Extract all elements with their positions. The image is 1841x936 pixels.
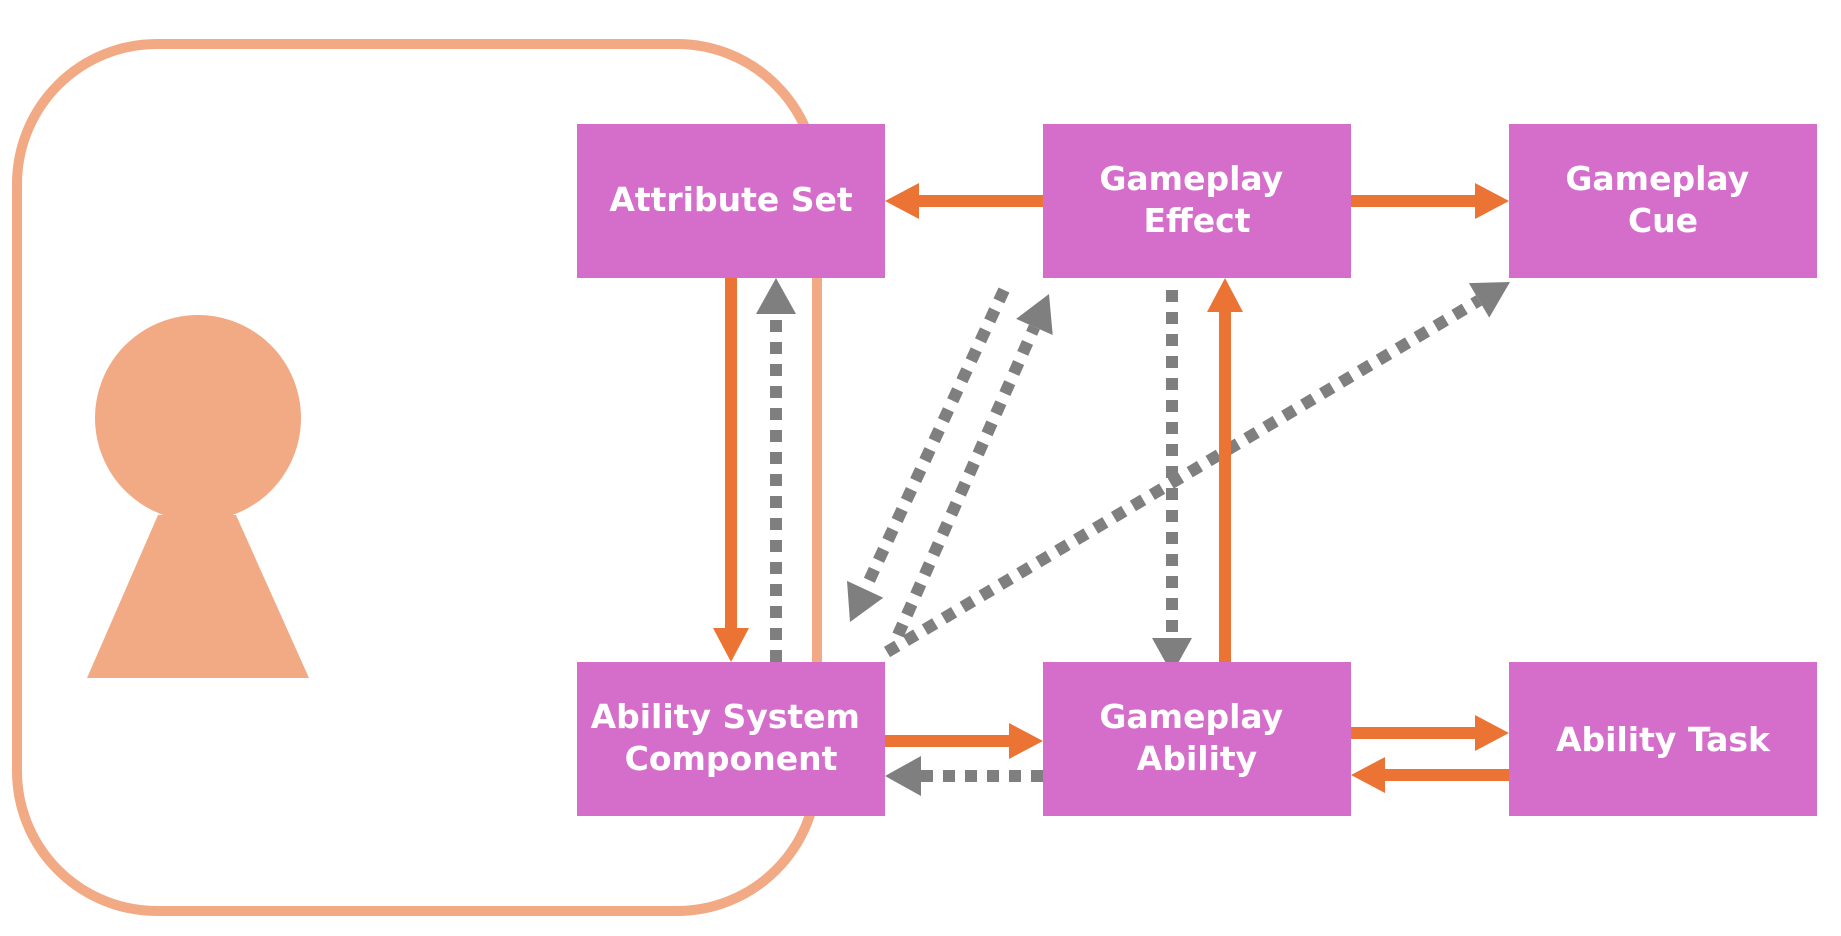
edges bbox=[713, 183, 1510, 796]
edge-arrowhead bbox=[756, 278, 796, 314]
edge-arrowhead bbox=[885, 756, 921, 796]
edge-gameplay-effect-to-ability-system-component bbox=[847, 287, 1010, 622]
actor-frame bbox=[12, 39, 822, 916]
node-gameplay-ability[interactable]: Gameplay Ability bbox=[1043, 662, 1351, 816]
edge-arrowhead bbox=[1207, 278, 1243, 312]
keyhole-person-icon bbox=[87, 315, 309, 678]
node-label: Gameplay Cue bbox=[1565, 159, 1760, 240]
actor-body bbox=[87, 515, 309, 678]
edge-line bbox=[859, 287, 1010, 592]
edge-arrowhead bbox=[1009, 723, 1043, 759]
actor-head bbox=[95, 315, 301, 521]
node-label: Gameplay Ability bbox=[1099, 697, 1294, 778]
node-gameplay-cue[interactable]: Gameplay Cue bbox=[1509, 124, 1817, 278]
edge-ability-task-to-gameplay-ability bbox=[1351, 757, 1509, 793]
edge-arrowhead bbox=[1152, 638, 1192, 674]
edge-gameplay-ability-to-ability-task bbox=[1351, 715, 1509, 751]
edge-gameplay-ability-to-ability-system-component bbox=[885, 756, 1043, 796]
edge-gameplay-effect-to-gameplay-cue bbox=[1351, 183, 1509, 219]
edge-arrowhead bbox=[1016, 294, 1053, 336]
edge-arrowhead bbox=[1475, 183, 1509, 219]
edge-line bbox=[883, 295, 1483, 658]
edge-arrowhead bbox=[1351, 757, 1385, 793]
node-gameplay-effect[interactable]: Gameplay Effect bbox=[1043, 124, 1351, 278]
node-label: Ability Task bbox=[1556, 720, 1771, 759]
edge-gameplay-effect-to-gameplay-ability bbox=[1152, 290, 1192, 674]
node-label: Attribute Set bbox=[609, 180, 853, 219]
node-ability-task[interactable]: Ability Task bbox=[1509, 662, 1817, 816]
node-ability-system-component[interactable]: Ability System Component bbox=[577, 662, 885, 816]
edge-ability-system-component-to-gameplay-cue bbox=[883, 282, 1510, 658]
edge-gameplay-ability-to-gameplay-effect bbox=[1207, 278, 1243, 662]
edge-ability-system-component-to-gameplay-effect bbox=[892, 294, 1053, 638]
edge-attribute-set-to-ability-system-component bbox=[713, 278, 749, 662]
edge-gameplay-effect-to-attribute-set bbox=[885, 183, 1043, 219]
node-label: Ability System Component bbox=[591, 697, 872, 778]
node-label: Gameplay Effect bbox=[1099, 159, 1294, 240]
edge-arrowhead bbox=[1468, 282, 1510, 318]
edge-arrowhead bbox=[1475, 715, 1509, 751]
edge-arrowhead bbox=[713, 628, 749, 662]
edge-ability-system-component-to-gameplay-ability bbox=[885, 723, 1043, 759]
edge-arrowhead bbox=[847, 580, 884, 622]
edge-arrowhead bbox=[885, 183, 919, 219]
node-attribute-set[interactable]: Attribute Set bbox=[577, 124, 885, 278]
edge-ability-system-component-to-attribute-set bbox=[756, 278, 796, 662]
